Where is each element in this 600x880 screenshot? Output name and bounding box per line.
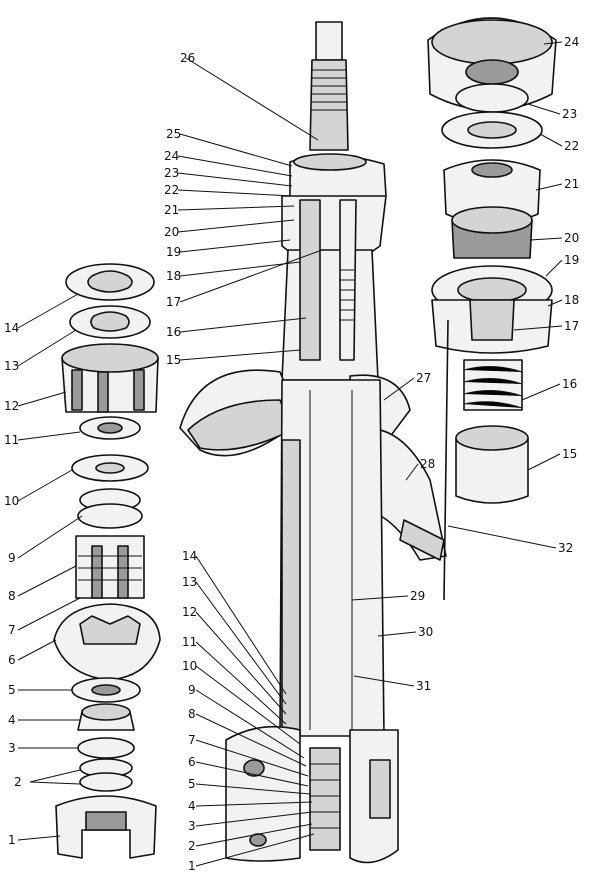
label-strut-b-1: 1 [188, 859, 196, 873]
label-right-19: 19 [564, 253, 579, 267]
label-left-14: 14 [4, 321, 19, 335]
label-left-3: 3 [8, 741, 16, 755]
label-strut-b-8: 8 [188, 707, 196, 721]
label-mid-31: 31 [416, 679, 431, 693]
label-mid-30: 30 [418, 625, 433, 639]
label-right-20: 20 [564, 231, 579, 245]
label-strut-b-9: 9 [188, 683, 196, 697]
label-right-23: 23 [562, 107, 577, 121]
label-strut-b-2: 2 [188, 839, 196, 853]
label-left-10: 10 [4, 494, 19, 508]
label-strut-b-5: 5 [188, 777, 196, 791]
label-right-18: 18 [564, 293, 579, 307]
label-strut-24: 24 [164, 149, 179, 163]
label-strut-16: 16 [166, 325, 181, 339]
label-left-5: 5 [8, 683, 16, 697]
label-strut-17: 17 [166, 295, 181, 309]
label-right-17: 17 [564, 319, 579, 333]
label-strut-22: 22 [164, 183, 179, 197]
label-strut-b-13: 13 [182, 575, 197, 589]
label-left-8: 8 [8, 589, 16, 603]
label-left-11: 11 [4, 433, 19, 447]
label-left-1: 1 [8, 833, 16, 847]
strut-assembly [179, 21, 447, 864]
leader-lines [17, 41, 563, 867]
label-strut-25: 25 [166, 127, 181, 141]
label-left-6: 6 [8, 653, 16, 667]
labels-strut-bottom: 14 13 12 11 10 9 8 7 6 5 4 3 2 1 [182, 549, 197, 873]
label-strut-26: 26 [180, 51, 195, 65]
label-strut-20: 20 [164, 225, 179, 239]
label-strut-21: 21 [164, 203, 179, 217]
label-strut-15: 15 [166, 353, 181, 367]
label-strut-18: 18 [166, 269, 181, 283]
label-left-13: 13 [4, 359, 19, 373]
label-left-12: 12 [4, 399, 19, 413]
label-left-2: 2 [14, 775, 22, 789]
label-strut-b-11: 11 [182, 635, 197, 649]
left-valve-parts [53, 263, 161, 859]
label-right-22: 22 [564, 139, 579, 153]
label-strut-b-12: 12 [182, 605, 197, 619]
label-mid-29: 29 [410, 589, 425, 603]
label-left-7: 7 [8, 623, 16, 637]
label-mid-32: 32 [558, 541, 573, 555]
label-left-9: 9 [8, 551, 16, 565]
label-right-16: 16 [562, 377, 577, 391]
label-mid-27: 27 [416, 371, 431, 385]
label-strut-b-7: 7 [188, 733, 196, 747]
labels-middle-right: 27 28 32 29 30 31 [410, 371, 573, 693]
label-strut-b-3: 3 [188, 819, 196, 833]
labels-left: 14 13 12 11 10 9 8 7 6 5 4 3 2 1 [4, 321, 22, 847]
label-left-4: 4 [8, 713, 16, 727]
label-strut-b-14: 14 [182, 549, 197, 563]
labels-right: 24 23 22 21 20 19 18 17 16 15 [562, 35, 579, 461]
label-right-24: 24 [564, 35, 579, 49]
label-right-15: 15 [562, 447, 577, 461]
labels-strut-top: 26 25 24 23 22 21 20 19 18 17 16 15 [164, 51, 195, 367]
right-mount-parts [427, 17, 557, 601]
label-strut-b-10: 10 [182, 659, 197, 673]
label-strut-b-4: 4 [188, 799, 196, 813]
label-mid-28: 28 [420, 457, 435, 471]
label-right-21: 21 [564, 177, 579, 191]
label-strut-23: 23 [164, 166, 179, 180]
label-strut-19: 19 [166, 245, 181, 259]
label-strut-b-6: 6 [188, 755, 196, 769]
